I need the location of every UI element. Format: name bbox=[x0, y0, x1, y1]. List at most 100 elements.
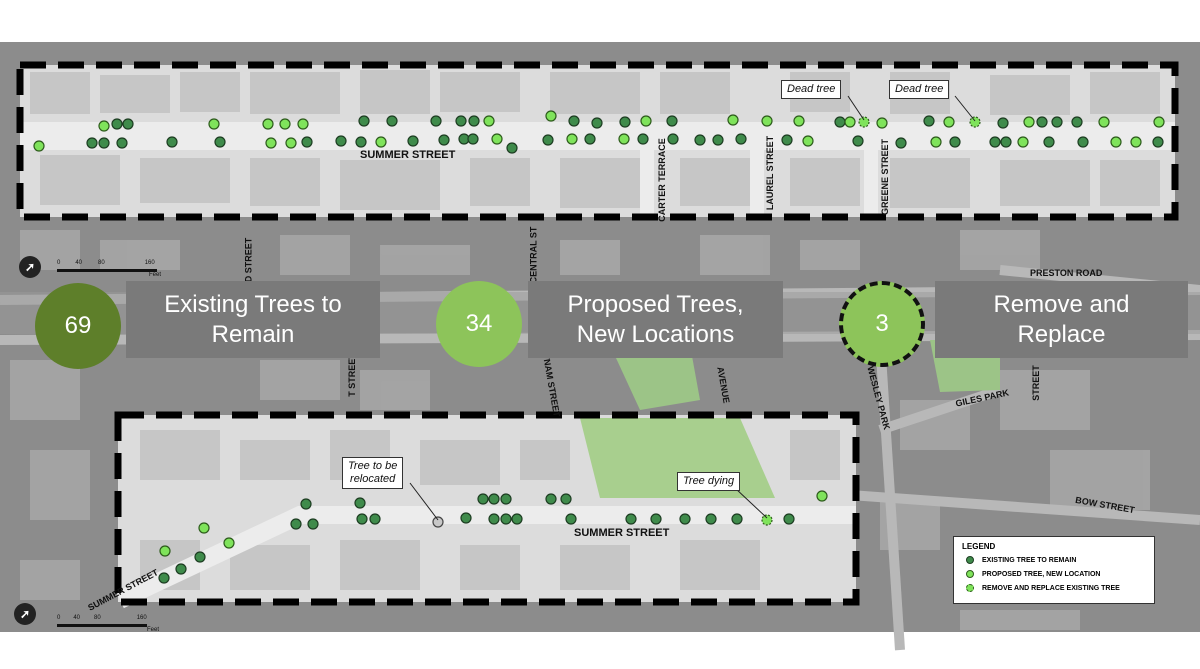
existing-tree-marker bbox=[460, 512, 472, 524]
existing-tree-marker bbox=[488, 513, 500, 525]
existing-tree-marker bbox=[997, 117, 1009, 129]
existing-tree-marker bbox=[731, 513, 743, 525]
legend-item-replace: REMOVE AND REPLACE EXISTING TREE bbox=[966, 582, 1154, 594]
street-preston: PRESTON ROAD bbox=[1030, 268, 1103, 278]
existing-tree-marker bbox=[116, 137, 128, 149]
existing-tree-marker bbox=[712, 134, 724, 146]
existing-tree-marker bbox=[111, 118, 123, 130]
existing-tree-marker bbox=[488, 493, 500, 505]
proposed-tree-marker bbox=[761, 115, 773, 127]
proposed-tree-marker bbox=[640, 115, 652, 127]
existing-tree-marker bbox=[166, 136, 178, 148]
existing-tree-marker bbox=[781, 134, 793, 146]
existing-tree-marker bbox=[1051, 116, 1063, 128]
proposed-tree-marker bbox=[223, 537, 235, 549]
existing-tree-marker bbox=[625, 513, 637, 525]
existing-tree-marker bbox=[335, 135, 347, 147]
proposed-tree-marker bbox=[33, 140, 45, 152]
existing-tree-marker bbox=[591, 117, 603, 129]
existing-tree-marker bbox=[506, 142, 518, 154]
proposed-tree-marker bbox=[262, 118, 274, 130]
street-central: CENTRAL ST bbox=[528, 226, 539, 284]
proposed-tree-marker bbox=[802, 135, 814, 147]
stat-proposed-label: Proposed Trees, New Locations bbox=[528, 281, 783, 358]
existing-tree-marker bbox=[407, 135, 419, 147]
existing-tree-marker bbox=[467, 133, 479, 145]
proposed-tree-marker bbox=[844, 116, 856, 128]
stat-replace-label: Remove and Replace bbox=[935, 281, 1188, 358]
existing-tree-marker bbox=[307, 518, 319, 530]
proposed-tree-marker bbox=[566, 133, 578, 145]
existing-tree-marker bbox=[358, 115, 370, 127]
callout-tree-dying: Tree dying bbox=[677, 472, 741, 491]
proposed-tree-marker bbox=[208, 118, 220, 130]
north-arrow-icon: ➚ bbox=[14, 603, 36, 625]
proposed-tree-marker bbox=[930, 136, 942, 148]
existing-tree-marker bbox=[300, 498, 312, 510]
street-summer-bottom: SUMMER STREET bbox=[574, 527, 670, 539]
legend: LEGEND EXISTING TREE TO REMAIN PROPOSED … bbox=[953, 536, 1155, 604]
proposed-tree-marker bbox=[297, 118, 309, 130]
proposed-tree-marker bbox=[1153, 116, 1165, 128]
proposed-tree-icon bbox=[966, 570, 974, 578]
relocate-tree-marker bbox=[432, 516, 444, 528]
existing-tree-marker bbox=[560, 493, 572, 505]
existing-tree-marker bbox=[500, 493, 512, 505]
existing-tree-marker bbox=[637, 133, 649, 145]
replace-tree-marker bbox=[761, 514, 773, 526]
street-laurel: LAUREL STREET bbox=[765, 135, 776, 211]
existing-tree-marker bbox=[175, 563, 187, 575]
street-greene: GREENE STREET bbox=[880, 138, 891, 216]
existing-tree-marker bbox=[679, 513, 691, 525]
existing-tree-marker bbox=[1000, 136, 1012, 148]
street-r: STREET bbox=[1030, 365, 1041, 401]
existing-tree-marker bbox=[1152, 136, 1164, 148]
existing-tree-marker bbox=[500, 513, 512, 525]
proposed-tree-marker bbox=[279, 118, 291, 130]
existing-tree-icon bbox=[966, 556, 974, 564]
existing-tree-marker bbox=[468, 115, 480, 127]
existing-tree-marker bbox=[194, 551, 206, 563]
trees-bottom-area bbox=[158, 490, 828, 584]
existing-tree-marker bbox=[923, 115, 935, 127]
existing-tree-marker bbox=[511, 513, 523, 525]
existing-tree-marker bbox=[783, 513, 795, 525]
existing-tree-marker bbox=[430, 115, 442, 127]
callout-dead-tree-1: Dead tree bbox=[781, 80, 842, 99]
legend-item-existing: EXISTING TREE TO REMAIN bbox=[966, 554, 1154, 566]
existing-tree-marker bbox=[568, 115, 580, 127]
existing-tree-marker bbox=[895, 137, 907, 149]
existing-tree-marker bbox=[949, 136, 961, 148]
legend-title: LEGEND bbox=[962, 542, 996, 551]
existing-tree-marker bbox=[290, 518, 302, 530]
existing-tree-marker bbox=[584, 133, 596, 145]
replace-tree-marker bbox=[858, 116, 870, 128]
proposed-tree-marker bbox=[1110, 136, 1122, 148]
existing-tree-marker bbox=[545, 493, 557, 505]
existing-tree-marker bbox=[694, 134, 706, 146]
existing-tree-marker bbox=[705, 513, 717, 525]
street-t: T STREET bbox=[346, 353, 357, 397]
replace-tree-icon bbox=[966, 584, 974, 592]
proposed-tree-marker bbox=[1017, 136, 1029, 148]
existing-tree-marker bbox=[86, 137, 98, 149]
proposed-tree-marker bbox=[375, 136, 387, 148]
proposed-tree-marker bbox=[265, 137, 277, 149]
existing-tree-marker bbox=[438, 134, 450, 146]
legend-item-proposed: PROPOSED TREE, NEW LOCATION bbox=[966, 568, 1154, 580]
proposed-tree-marker bbox=[727, 114, 739, 126]
street-summer-top: SUMMER STREET bbox=[360, 149, 456, 161]
north-arrow-icon: ➚ bbox=[19, 256, 41, 278]
proposed-tree-marker bbox=[98, 120, 110, 132]
stat-existing-count: 69 bbox=[35, 283, 121, 369]
proposed-tree-marker bbox=[1023, 116, 1035, 128]
proposed-tree-marker bbox=[285, 137, 297, 149]
street-d: D STREET bbox=[243, 237, 254, 283]
proposed-tree-marker bbox=[943, 116, 955, 128]
existing-tree-marker bbox=[852, 135, 864, 147]
existing-tree-marker bbox=[369, 513, 381, 525]
replace-tree-marker bbox=[969, 116, 981, 128]
existing-tree-marker bbox=[565, 513, 577, 525]
proposed-tree-marker bbox=[793, 115, 805, 127]
